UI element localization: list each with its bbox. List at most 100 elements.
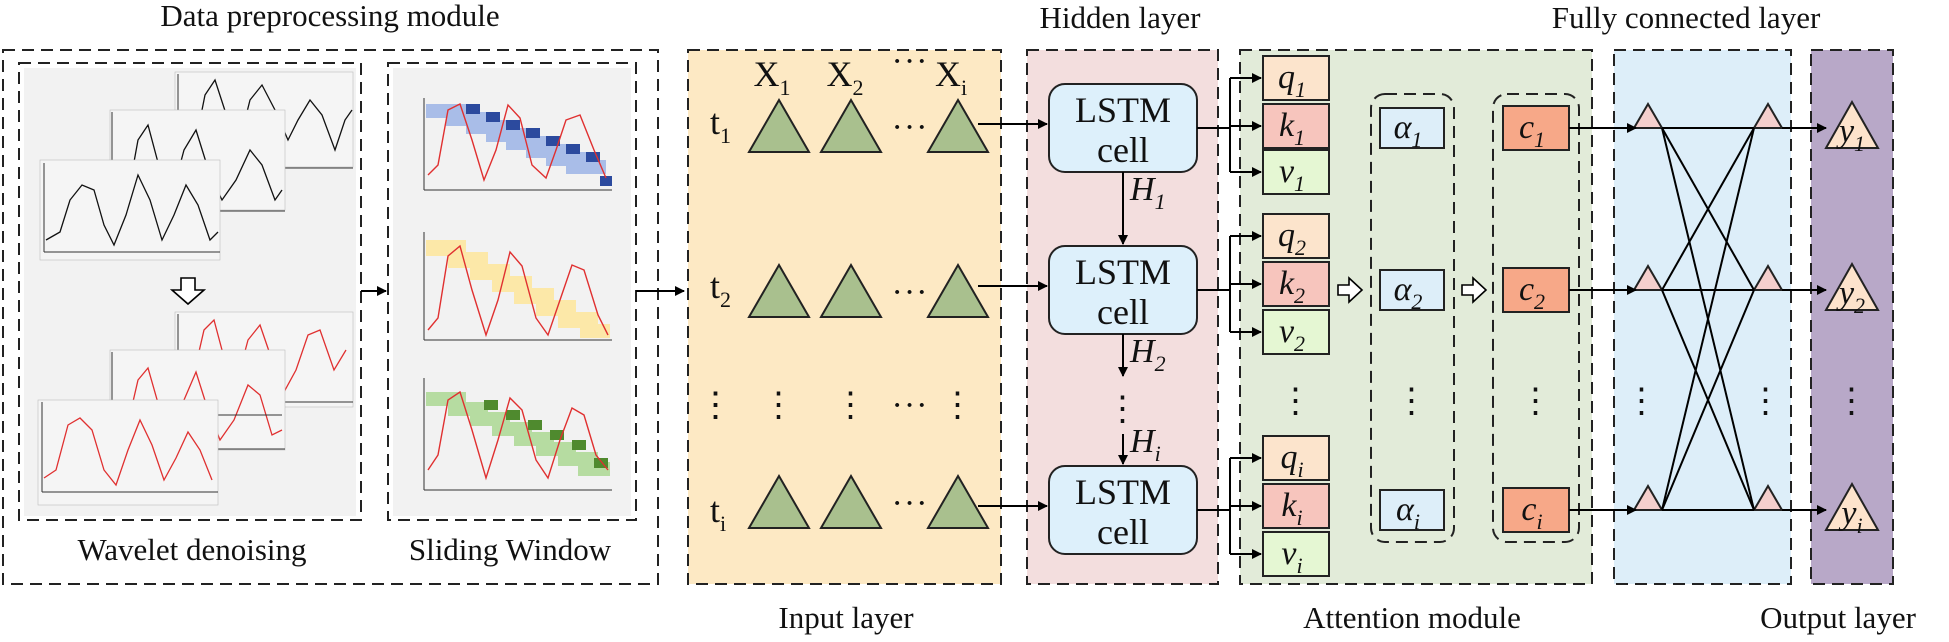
v-box <box>1262 531 1330 577</box>
row-ellipsis: ··· <box>892 387 929 424</box>
context-vertical-ellipsis: ⋮ <box>1519 383 1554 420</box>
input-column-label: X2 <box>827 54 864 100</box>
vertical-ellipsis: ⋮ <box>834 387 869 424</box>
k-box <box>1262 483 1330 529</box>
context-label: c2 <box>1519 271 1545 314</box>
k-label-subscript: 1 <box>1294 125 1305 150</box>
context-label: ci <box>1521 491 1542 534</box>
lstm-cell-label-line1: LSTM <box>1075 472 1171 512</box>
sliding-window-panel <box>393 68 631 516</box>
k-label-subscript: i <box>1296 505 1302 530</box>
denoised-signal-plots <box>37 311 354 506</box>
output-label-base: y <box>1838 495 1857 532</box>
q-label-base: q <box>1278 59 1295 96</box>
lstm-cell-label-line1: LSTM <box>1075 90 1171 130</box>
input-triangle <box>819 473 883 529</box>
alpha-label-subscript: i <box>1414 509 1420 534</box>
time-step-label-base: t <box>710 490 720 530</box>
v-label-subscript: i <box>1296 553 1302 578</box>
alpha-label-base: α <box>1394 271 1413 308</box>
time-step-label: ti <box>710 490 726 536</box>
k-label-base: k <box>1281 487 1297 524</box>
input-column-label: Xi <box>935 54 967 100</box>
time-step-label-subscript: 1 <box>720 123 731 148</box>
hidden-vertical-ellipsis: ⋮ <box>1106 391 1141 428</box>
input-column-ellipsis: ··· <box>892 43 929 80</box>
input-triangle <box>926 262 990 318</box>
time-step-label-subscript: 2 <box>720 287 731 312</box>
k-label-subscript: 2 <box>1294 283 1305 308</box>
input-layer-title: Input layer <box>778 600 914 635</box>
context-box <box>1502 105 1570 151</box>
output-label-subscript: 1 <box>1854 131 1865 156</box>
alpha-box <box>1379 107 1445 149</box>
hidden-state-label-subscript: i <box>1155 441 1161 466</box>
row-ellipsis: ··· <box>892 109 929 146</box>
output-label-subscript: i <box>1856 513 1862 538</box>
input-triangle <box>926 97 990 153</box>
context-box <box>1502 487 1570 533</box>
input-triangles: ·········⋮⋮⋮⋮··· <box>699 97 990 529</box>
fc-input-node <box>1632 102 1664 129</box>
v-label-subscript: 2 <box>1294 331 1305 356</box>
time-step-label: t2 <box>710 266 731 312</box>
row-ellipsis: ··· <box>892 274 929 311</box>
sliding-window-plot-blue <box>423 98 612 191</box>
preprocessing-module <box>2 49 685 585</box>
hollow-right-arrow-icon <box>1337 276 1364 304</box>
v-label: v2 <box>1279 313 1305 356</box>
k-box <box>1262 261 1330 307</box>
time-step-label: t1 <box>710 102 731 148</box>
input-triangle <box>926 473 990 529</box>
hidden-state-label-subscript: 2 <box>1155 351 1166 376</box>
v-label: vi <box>1281 535 1302 578</box>
input-column-label-subscript: 1 <box>780 75 791 100</box>
fc-vertical-ellipsis: ⋮ <box>1625 383 1660 420</box>
wavelet-denoising-title: Wavelet denoising <box>77 532 306 567</box>
hollow-right-arrow-icon <box>1461 276 1488 304</box>
output-layer-title: Output layer <box>1760 600 1916 635</box>
input-triangle <box>819 97 883 153</box>
time-step-label-base: t <box>710 266 720 306</box>
alpha-label-base: α <box>1396 491 1415 528</box>
output-label: y1 <box>1836 113 1865 156</box>
k-label: k1 <box>1279 107 1305 150</box>
lstm-cell-label-line1: LSTM <box>1075 252 1171 292</box>
input-column-labels: X1 X2 ···Xi <box>754 43 968 100</box>
input-triangle <box>747 473 811 529</box>
hidden-state-label: H1 <box>1129 171 1166 214</box>
hidden-state-label: H2 <box>1129 333 1166 376</box>
fully-connected-nodes: ⋮⋮ <box>1625 102 1784 511</box>
q-box <box>1262 213 1330 259</box>
q-label-base: q <box>1278 217 1295 254</box>
fully-connected-layer: ⋮⋮ <box>1613 49 1792 585</box>
raw-signal-plots <box>39 71 354 261</box>
fully-connected-title: Fully connected layer <box>1552 0 1821 35</box>
q-label: q2 <box>1278 217 1306 260</box>
output-label-base: y <box>1836 113 1855 150</box>
fc-connection <box>1661 127 1755 511</box>
attention-module-title: Attention module <box>1303 600 1521 635</box>
alpha-label: αi <box>1396 491 1420 534</box>
alpha-box <box>1379 489 1445 531</box>
v-box <box>1262 309 1330 355</box>
vertical-ellipsis: ⋮ <box>699 387 734 424</box>
k-label: ki <box>1281 487 1302 530</box>
hidden-state-label-base: H <box>1129 423 1157 460</box>
sliding-window-plot-green <box>423 378 612 491</box>
v-label-base: v <box>1281 535 1297 572</box>
input-column-label: X1 <box>754 54 791 100</box>
v-label-base: v <box>1279 153 1295 190</box>
time-step-ellipsis: ⋮ <box>699 387 734 424</box>
fc-output-node <box>1752 264 1784 291</box>
alpha-label: α2 <box>1394 271 1423 314</box>
lstm-cell-label-line2: cell <box>1097 130 1149 170</box>
fc-connection <box>1661 289 1755 511</box>
context-label-base: c <box>1519 109 1534 146</box>
